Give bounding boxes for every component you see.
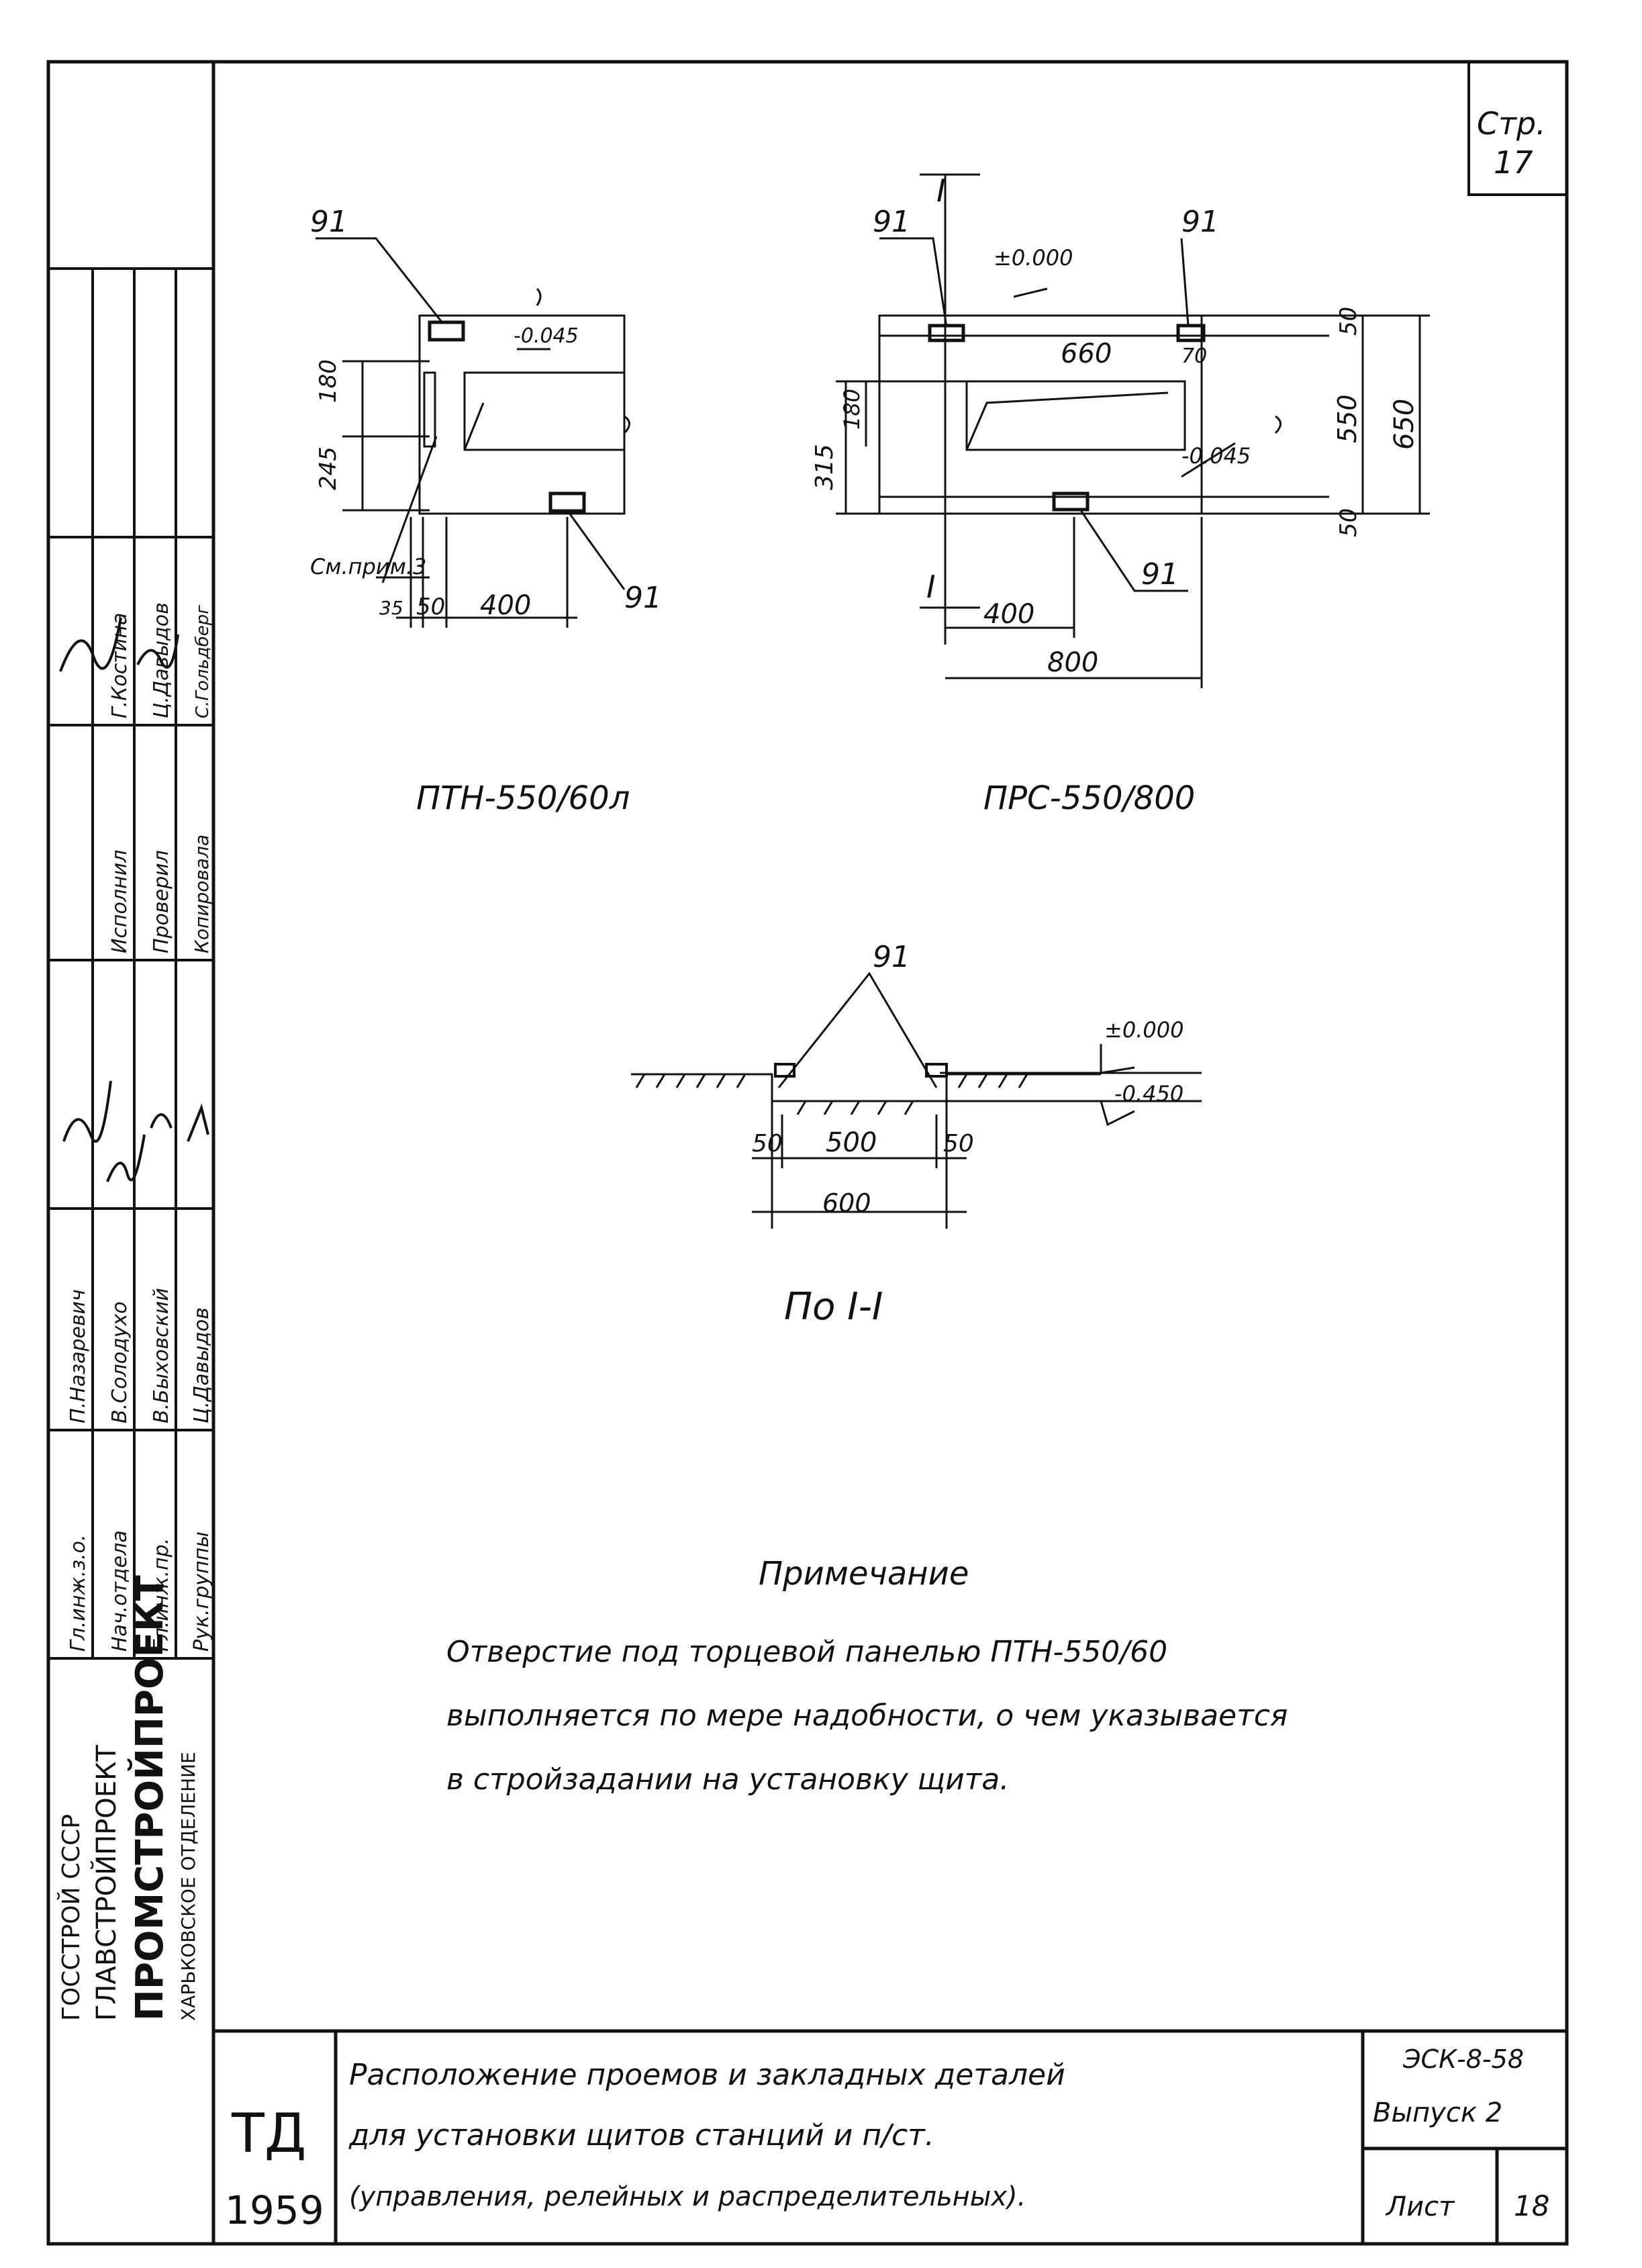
name2-2: Ц.Давыдов [150,602,173,718]
note-line-3: в стройзадании на установку щита. [446,1762,1009,1797]
section-dim-50-left: 50 [752,1130,783,1157]
title-line-3: (управления, релейных и распределительны… [349,2181,1026,2212]
title-series: ЭСК-8-58 [1402,2044,1524,2074]
right-dim-180: 180 [839,389,865,430]
left-plan: 91 91 -0.045 180 245 35 50 400 См.прим.3… [310,205,662,817]
left-dim-400: 400 [480,590,531,621]
right-elevation-mid: -0.045 [1181,443,1251,469]
name-2: В.Солодухо [108,1301,132,1423]
title-sheet-label: Лист [1385,2191,1455,2222]
right-section-mark-top: I [936,173,946,209]
left-callout-bottom: 91 [624,581,662,615]
section-dim-600: 600 [822,1188,871,1218]
right-callout-bottom: 91 [1141,557,1179,592]
section-dim-500: 500 [826,1127,877,1158]
title-year: 1959 [225,2187,324,2233]
section-dim-50-right: 50 [943,1130,974,1157]
role-2: Нач.отдела [108,1530,132,1652]
right-callout-left: 91 [873,205,910,239]
left-caption: ПТН-550/60л [416,779,630,817]
left-see-note: См.прим.3 [310,554,426,579]
note-block: Примечание Отверстие под торцевой панель… [446,1555,1288,1797]
right-dim-50-top: 50 [1335,307,1362,336]
title-sheet-number: 18 [1514,2189,1549,2222]
right-caption: ПРС-550/800 [983,779,1195,817]
title-block: ТД 1959 Расположение проемов и закладных… [225,2044,1549,2233]
name-3: В.Быховский [150,1288,173,1423]
name2-3: С.Гольдберг [193,605,213,718]
right-dim-400: 400 [983,599,1034,630]
name-4: Ц.Давыдов [190,1307,213,1423]
name-1: П.Назаревич [66,1289,90,1423]
note-line-1: Отверстие под торцевой панелью ПТН-550/6… [446,1635,1167,1669]
left-callout-top: 91 [310,205,348,239]
org-line-2: ГЛАВСТРОЙПРОЕКТ [90,1744,122,2021]
right-dim-70: 70 [1181,344,1207,368]
right-section-mark-bottom: I [926,569,936,605]
role2-3: Копировала [191,835,213,953]
right-dim-550: 550 [1333,394,1362,443]
org-line-4: ХАРЬКОВСКОЕ ОТДЕЛЕНИЕ [177,1752,199,2021]
signature-marks [59,617,209,1182]
role2-2: Проверил [150,850,173,953]
left-dim-35: 35 [379,597,403,619]
right-elevation-top: ±0.000 [994,245,1073,271]
right-dim-800: 800 [1047,647,1098,678]
section-elevation-bottom: -0.450 [1114,1081,1184,1106]
role-1: Гл.инж.з.о. [66,1535,90,1652]
title-line-2: для установки щитов станций и п/ст. [348,2118,934,2153]
side-stamp: ГОССТРОЙ СССР ГЛАВСТРОЙПРОЕКТ ПРОМСТРОЙП… [48,267,213,2021]
org-line-1: ГОССТРОЙ СССР [57,1814,85,2021]
section-callout: 91 [873,940,910,974]
left-dim-245: 245 [315,446,342,490]
note-line-2: выполняется по мере надобности, о чем ук… [446,1699,1288,1733]
org-line-3: ПРОМСТРОЙПРОЕКТ [128,1575,172,2021]
page-number-box: Стр. 17 [1467,62,1567,196]
section-caption: По I-I [784,1285,883,1329]
right-plan: I I 91 91 91 ±0.000 -0.045 660 70 180 31… [811,173,1430,817]
page-label: Стр. [1477,105,1546,142]
note-heading: Примечание [759,1555,969,1593]
left-dim-180: 180 [315,359,342,403]
right-callout-right: 91 [1181,205,1219,239]
sheet-frame [46,60,1569,2246]
right-dim-315: 315 [811,444,838,490]
role-3: Гл.инж.пр. [150,1538,173,1652]
title-code: ТД [231,2102,306,2165]
left-dim-50: 50 [416,594,445,620]
section-drawing: 91 ±0.000 -0.450 50 500 50 600 По I-I [631,940,1202,1329]
right-dim-650: 650 [1389,399,1420,450]
role-4: Рук.группы [190,1531,213,1652]
right-dim-660: 660 [1061,338,1112,369]
page-number: 17 [1494,144,1533,181]
title-line-1: Расположение проемов и закладных деталей [349,2058,1065,2092]
name2-1: Г.Костина [108,613,132,718]
role2-1: Исполнил [108,850,132,953]
section-elevation-top: ±0.000 [1104,1017,1184,1043]
left-elevation: -0.045 [514,324,579,348]
title-issue: Выпуск 2 [1373,2097,1502,2128]
right-dim-50-bottom: 50 [1335,508,1362,537]
